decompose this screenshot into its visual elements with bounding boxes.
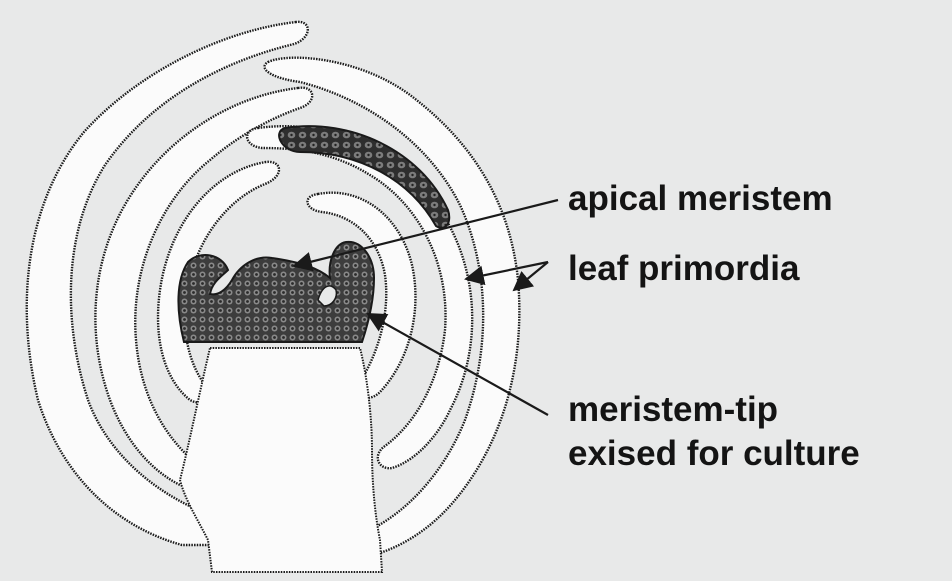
label-apical-meristem: apical meristem bbox=[568, 178, 833, 220]
label-leaf-primordia: leaf primordia bbox=[568, 248, 799, 290]
stem-base bbox=[180, 348, 382, 572]
label-exised-for-culture: exised for culture bbox=[568, 433, 860, 475]
apical-meristem-dome bbox=[178, 242, 374, 342]
label-meristem-tip: meristem-tip bbox=[568, 389, 778, 431]
